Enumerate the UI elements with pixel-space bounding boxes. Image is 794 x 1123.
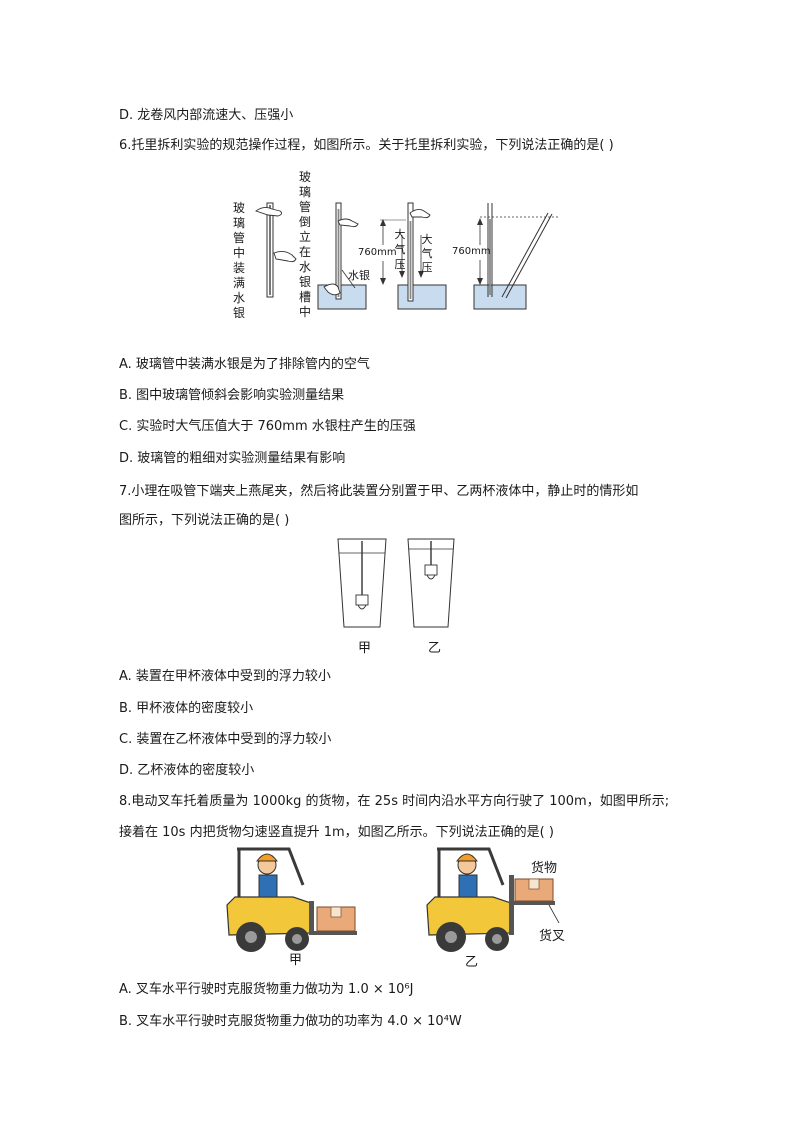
forklift-figure: 甲 乙 货物 货叉: [225, 845, 605, 970]
height-label-760mm: 760mm: [452, 246, 491, 257]
tilted-tube: [501, 212, 549, 298]
cup-yi: [407, 538, 455, 628]
trough-2: [397, 284, 447, 310]
q7-option-d: D. 乙杯液体的密度较小: [119, 763, 255, 778]
hand-icon: [409, 208, 431, 219]
forklift-drawing: [226, 847, 560, 952]
density-cups-figure: 甲 乙: [330, 535, 470, 660]
caption-yi: 乙: [465, 955, 479, 970]
q7-stem-line1: 7.小理在吸管下端夹上燕尾夹，然后将此装置分别置于甲、乙两杯液体中，静止时的情形…: [119, 484, 639, 499]
label-atmospheric-pressure: 大气压: [421, 233, 433, 274]
q8-option-a: A. 叉车水平行驶时克服货物重力做功为 1.0 × 10⁶J: [119, 982, 414, 997]
label-atmospheric-pressure: 大气压: [394, 228, 406, 271]
label-invert-tube: 玻璃管倒立在水银槽中: [298, 170, 311, 319]
clip-jia: [355, 594, 369, 606]
forklift-yi: [426, 847, 560, 952]
q7-option-a: A. 装置在甲杯液体中受到的浮力较小: [119, 669, 331, 684]
label-fork: 货叉: [539, 929, 566, 944]
hand-icon: [337, 218, 359, 228]
hand-icon: [273, 250, 297, 263]
torricelli-figure: 玻璃管中装满水银 玻璃管倒立在水银槽中: [230, 165, 570, 340]
q7-option-c: C. 装置在乙杯液体中受到的浮力较小: [119, 732, 332, 747]
hand-icon: [255, 206, 283, 217]
q6-option-c: C. 实验时大气压值大于 760mm 水银柱产生的压强: [119, 419, 416, 434]
q6-option-b: B. 图中玻璃管倾斜会影响实验测量结果: [119, 388, 345, 403]
label-cargo: 货物: [531, 861, 558, 876]
height-label-760mm: 760mm: [358, 247, 397, 258]
density-cups-drawing: [337, 538, 455, 628]
hand-icon: [323, 283, 341, 296]
q7-stem-line2: 图所示，下列说法正确的是( ): [119, 513, 290, 528]
trough-3: [473, 284, 527, 310]
q6-option-d: D. 玻璃管的粗细对实验测量结果有影响: [119, 451, 346, 466]
clip-yi: [424, 564, 438, 576]
label-fill-tube: 玻璃管中装满水银: [232, 201, 245, 320]
q8-option-b: B. 叉车水平行驶时克服货物重力做功的功率为 4.0 × 10⁴W: [119, 1014, 462, 1029]
torricelli-drawing: [255, 202, 560, 310]
q5-option-d: D. 龙卷风内部流速大、压强小: [119, 108, 294, 123]
caption-jia: 甲: [289, 953, 303, 968]
label-mercury: 水银: [348, 269, 370, 282]
q8-stem-line1: 8.电动叉车托着质量为 1000kg 的货物，在 25s 时间内沿水平方向行驶了…: [119, 794, 670, 809]
q6-stem: 6.托里拆利实验的规范操作过程，如图所示。关于托里拆利实验，下列说法正确的是( …: [119, 138, 614, 153]
caption-jia: 甲: [358, 641, 372, 656]
q6-option-a: A. 玻璃管中装满水银是为了排除管内的空气: [119, 357, 370, 372]
forklift-jia: [226, 847, 357, 952]
q7-option-b: B. 甲杯液体的密度较小: [119, 701, 254, 716]
q8-stem-line2: 接着在 10s 内把货物匀速竖直提升 1m，如图乙所示。下列说法正确的是( ): [119, 825, 554, 840]
caption-yi: 乙: [428, 641, 442, 656]
